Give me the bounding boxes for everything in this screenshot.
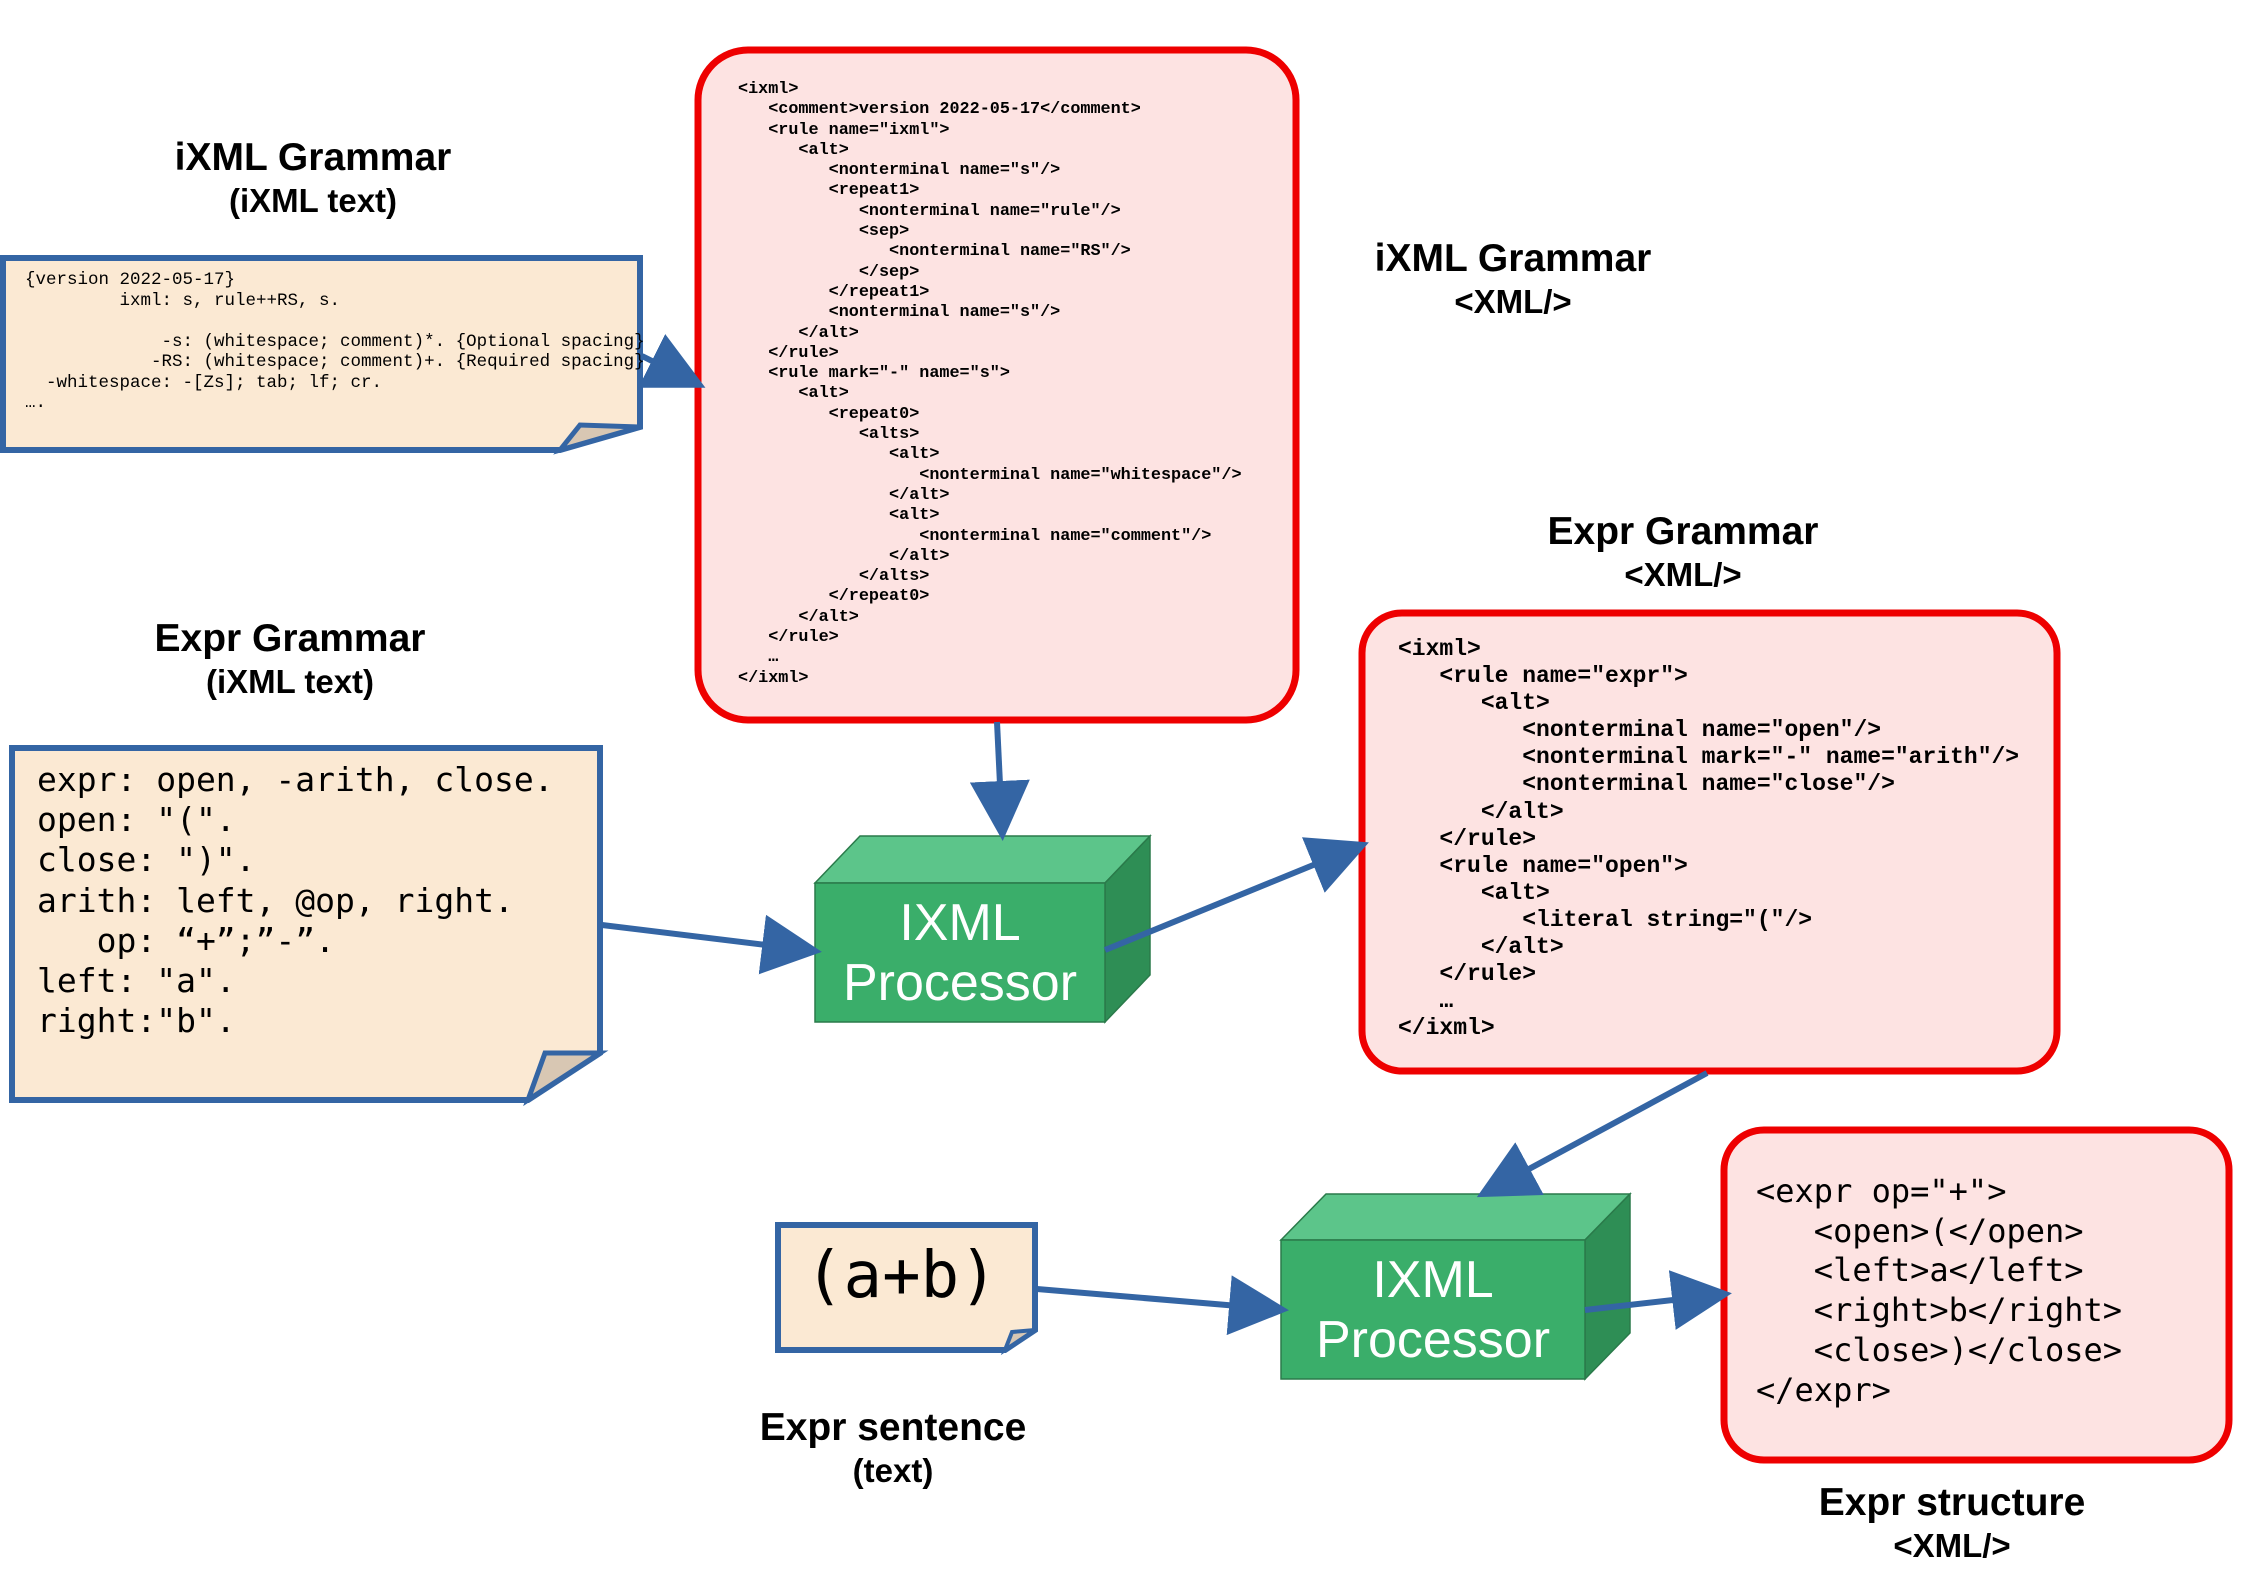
ixml-xml-label: iXML Grammar <XML/> xyxy=(1313,237,1713,323)
sentence-note-fold xyxy=(1000,1328,1037,1356)
expr-text-code: expr: open, -arith, close. open: "(". cl… xyxy=(37,760,554,1041)
expr-text-label-title: Expr Grammar xyxy=(154,617,426,660)
expr-text-note-fold xyxy=(523,1050,609,1107)
arrow-ixml-text-to-ixml-xml xyxy=(638,334,706,388)
sentence-label-subtitle: (text) xyxy=(852,1452,934,1489)
expr-text-label-subtitle: (iXML text) xyxy=(205,663,375,700)
ixml-processor-box-2 xyxy=(1279,1192,1632,1381)
processor-1-line2: Processor xyxy=(842,954,1078,1012)
expr-xml-label-title: Expr Grammar xyxy=(1547,510,1819,553)
processor-2-line2: Processor xyxy=(1315,1311,1551,1369)
structure-label: Expr structure <XML/> xyxy=(1752,1481,2152,1567)
ixml-text-code: {version 2022-05-17} ixml: s, rule++RS, … xyxy=(25,270,645,413)
structure-code: <expr op="+"> <open>(</open> <left>a</le… xyxy=(1756,1172,2123,1409)
expr-xml-code: <ixml> <rule name="expr"> <alt> <nonterm… xyxy=(1398,636,2020,1042)
expr-text-label: Expr Grammar (iXML text) xyxy=(90,617,490,703)
arrow-expr-text-to-processor-1 xyxy=(601,914,822,975)
ixml-text-label-title: iXML Grammar xyxy=(174,136,452,179)
processor-2-label: IXML Processor xyxy=(1281,1250,1585,1370)
arrow-sentence-to-processor-2 xyxy=(1036,1275,1289,1336)
arrow-processor-1-to-expr-xml xyxy=(1103,837,1369,953)
ixml-xml-label-subtitle: <XML/> xyxy=(1454,283,1572,320)
ixml-xml-label-title: iXML Grammar xyxy=(1374,237,1652,280)
structure-label-title: Expr structure xyxy=(1818,1481,2086,1524)
processor-1-line1: IXML xyxy=(899,894,1021,952)
arrow-ixml-xml-to-processor-1 xyxy=(969,721,1030,841)
ixml-text-label-subtitle: (iXML text) xyxy=(228,182,398,219)
expr-xml-label: Expr Grammar <XML/> xyxy=(1483,510,1883,596)
processor-1-label: IXML Processor xyxy=(815,893,1105,1013)
structure-label-subtitle: <XML/> xyxy=(1893,1527,2011,1564)
ixml-text-note-fold xyxy=(553,422,641,455)
ixml-processor-box-1 xyxy=(813,834,1152,1024)
expr-xml-label-subtitle: <XML/> xyxy=(1624,556,1742,593)
sentence-label-title: Expr sentence xyxy=(759,1406,1027,1449)
arrow-processor-2-to-structure xyxy=(1584,1270,1732,1330)
sentence-text: (a+b) xyxy=(805,1239,998,1313)
processor-2-line1: IXML xyxy=(1372,1251,1494,1309)
sentence-label: Expr sentence (text) xyxy=(693,1406,1093,1492)
ixml-text-label: iXML Grammar (iXML text) xyxy=(113,136,513,222)
arrow-expr-xml-to-processor-2 xyxy=(1476,1070,1709,1198)
ixml-xml-code: <ixml> <comment>version 2022-05-17</comm… xyxy=(738,80,1242,688)
